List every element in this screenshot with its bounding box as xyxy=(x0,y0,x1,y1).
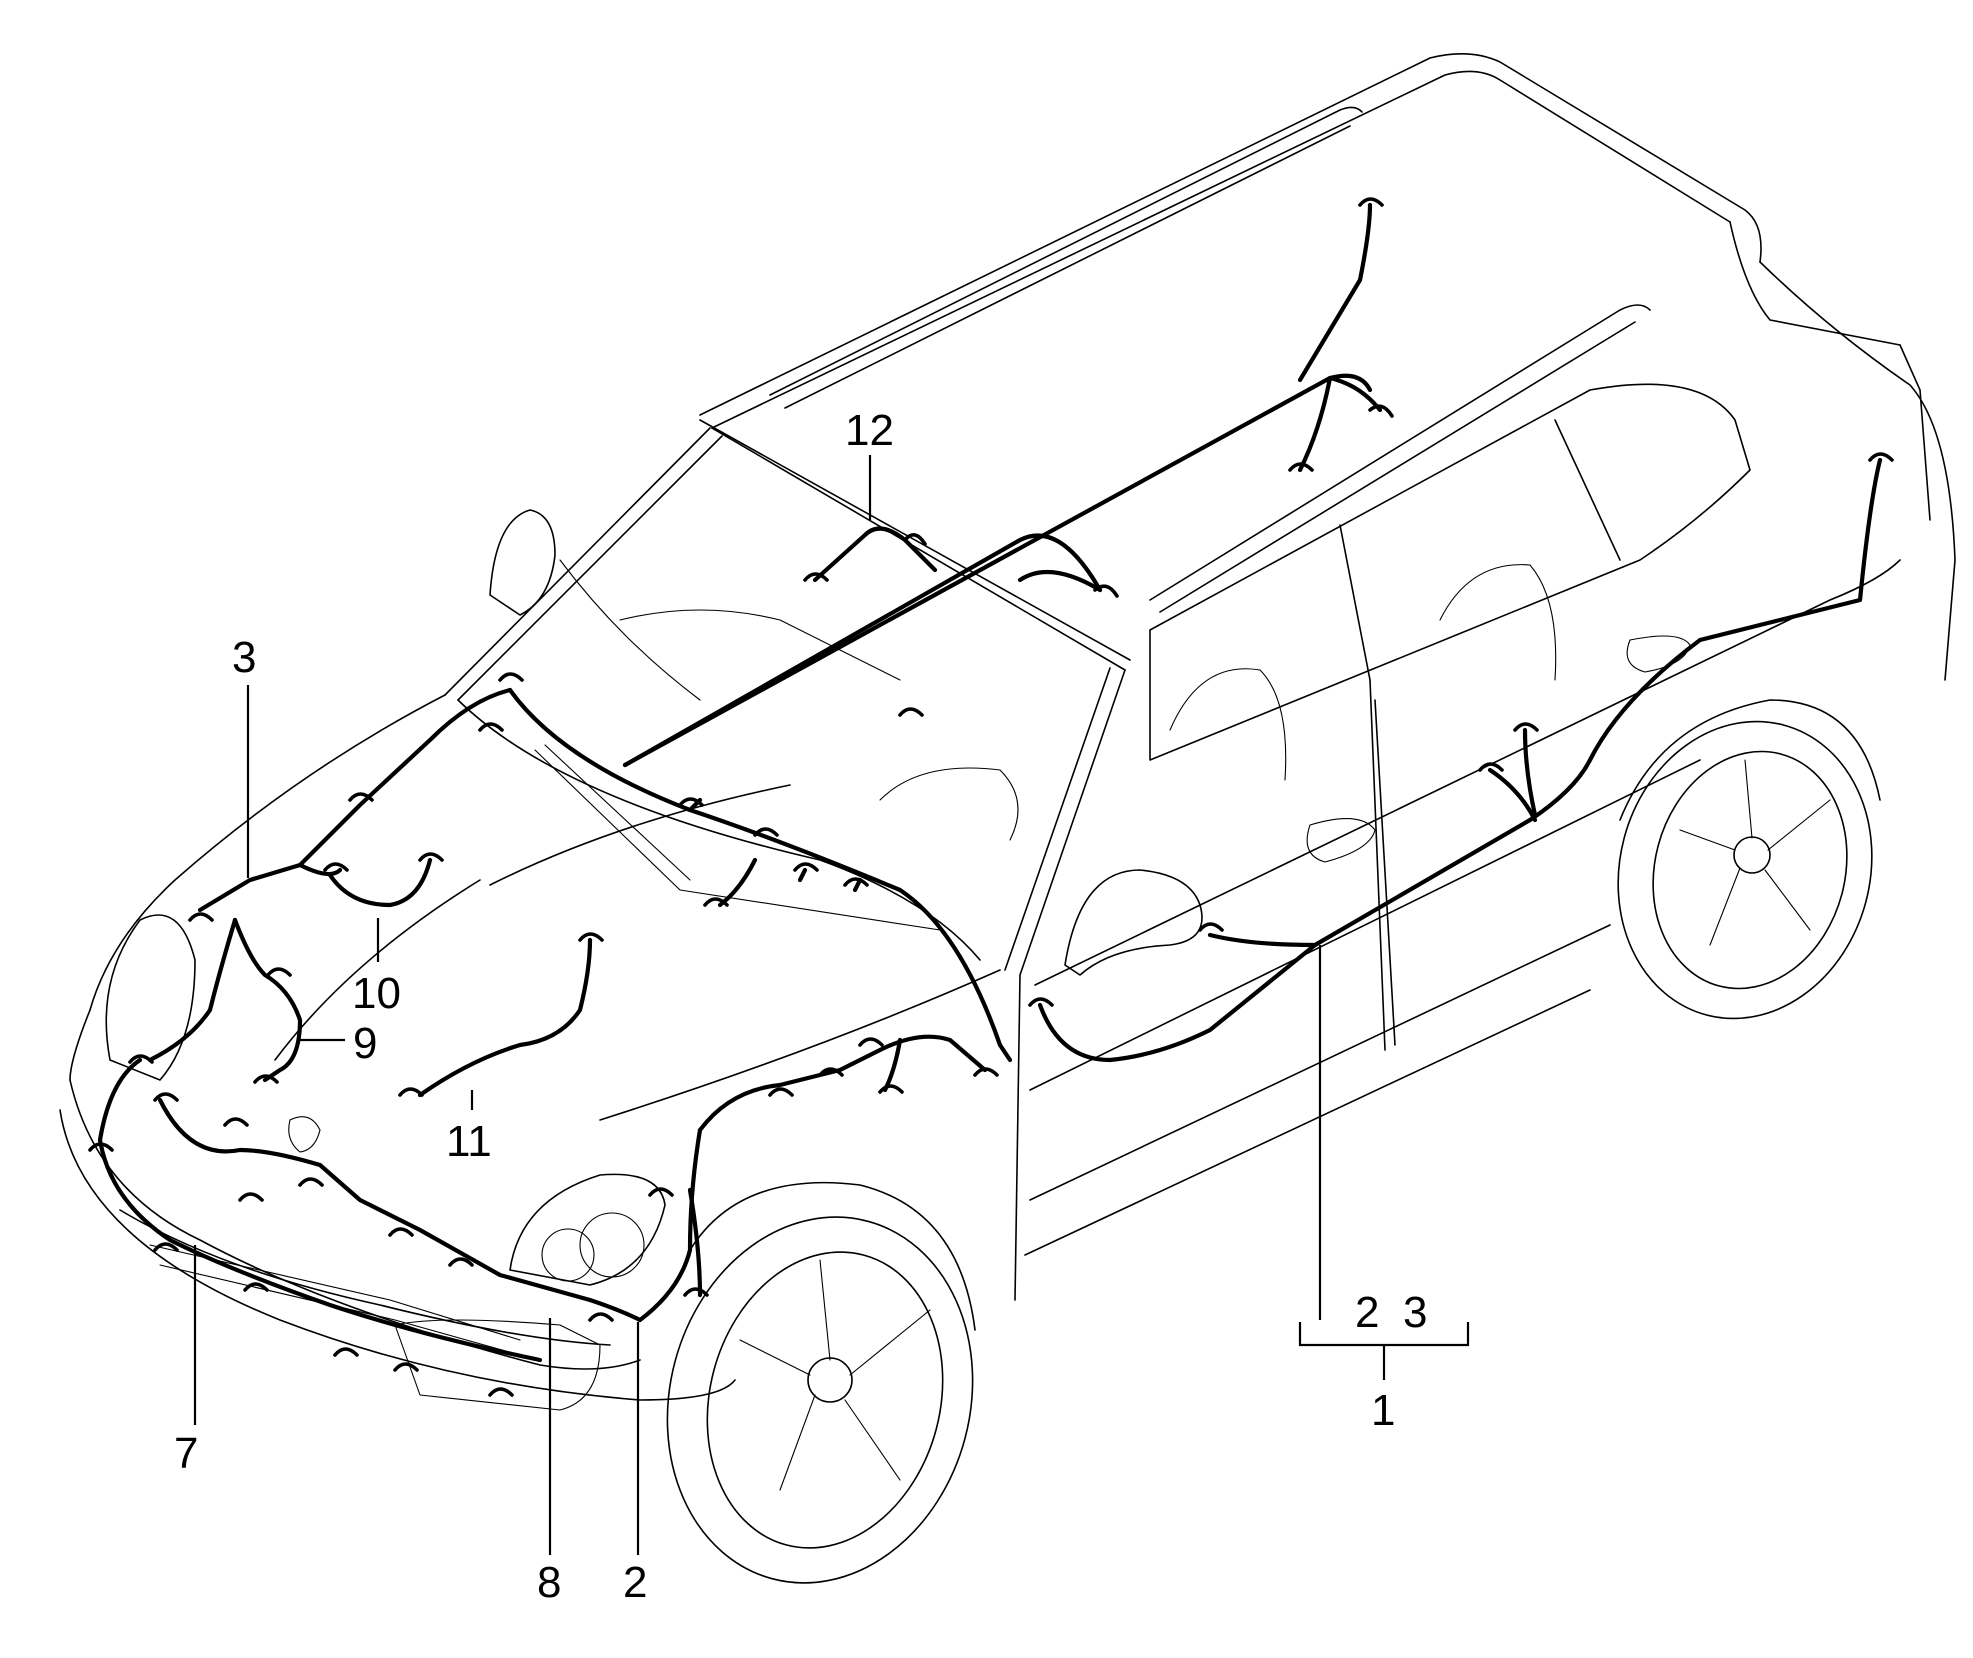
callout-group-3: 3 xyxy=(1403,1288,1427,1337)
connector-a-pillar xyxy=(1028,997,1054,1007)
connector-roof-side xyxy=(1368,404,1394,418)
front-wheel xyxy=(666,1181,976,1584)
connector-11-a xyxy=(578,932,604,942)
connectors xyxy=(88,197,1894,1397)
connector-7-b xyxy=(153,1242,179,1252)
callout-7: 7 xyxy=(174,1429,198,1478)
connector-front-door xyxy=(1198,922,1224,932)
connector-seat-b xyxy=(803,572,829,582)
callout-labels: 3 10 9 11 12 7 8 2 2 3 1 xyxy=(174,406,1427,1607)
connector-9-c xyxy=(128,1054,154,1064)
callout-12: 12 xyxy=(845,406,894,455)
connector-11-b xyxy=(398,1087,424,1097)
connector-2-f xyxy=(858,1037,884,1047)
connector-cowl-c xyxy=(793,862,819,872)
connector-rear-door-b xyxy=(1513,722,1539,732)
callout-group-2: 2 xyxy=(1355,1288,1379,1337)
connector-console xyxy=(898,707,924,717)
connector-2-a xyxy=(588,1312,614,1322)
connector-10 xyxy=(418,852,444,862)
callout-8: 8 xyxy=(537,1558,561,1607)
connector-roof-mid xyxy=(1288,462,1314,472)
rear-wheel xyxy=(1617,699,1881,1020)
connector-7-d xyxy=(333,1347,359,1357)
connector-2-g xyxy=(878,1084,904,1094)
connector-8-b xyxy=(223,1117,249,1127)
connector-2-b xyxy=(648,1187,674,1197)
connector-rear-door-a xyxy=(1478,762,1504,772)
connector-9-b xyxy=(253,1074,279,1084)
connector-2-h xyxy=(973,1067,999,1077)
callout-10: 10 xyxy=(352,969,401,1018)
connector-cowl-left-b xyxy=(478,722,504,732)
connector-3-b xyxy=(323,862,349,872)
connector-cowl-a xyxy=(678,797,704,807)
callout-3: 3 xyxy=(232,633,256,682)
connector-7-f xyxy=(488,1387,514,1397)
connector-cowl-e xyxy=(703,897,729,907)
connector-9-a xyxy=(266,967,292,977)
connector-7-a xyxy=(88,1142,114,1152)
connector-8-a xyxy=(153,1092,179,1102)
connector-cowl-d xyxy=(843,877,869,887)
connector-7-c xyxy=(243,1282,269,1292)
callout-9: 9 xyxy=(353,1019,377,1068)
connector-roof-rear xyxy=(1358,197,1384,207)
leader-lines xyxy=(193,455,1470,1555)
connector-cowl-left xyxy=(498,672,524,682)
connector-3-headlight xyxy=(188,912,214,922)
connector-8-e xyxy=(388,1227,414,1237)
callout-11: 11 xyxy=(446,1117,492,1166)
connector-2-e xyxy=(818,1067,844,1077)
callout-1: 1 xyxy=(1371,1386,1395,1435)
connector-seat xyxy=(903,533,927,546)
connector-8-c xyxy=(238,1192,264,1202)
connector-cowl-b xyxy=(753,827,779,837)
connector-2-c xyxy=(683,1287,709,1297)
connector-2-d xyxy=(768,1087,794,1097)
connector-8-d xyxy=(298,1177,324,1187)
connector-7-e xyxy=(393,1362,419,1372)
connector-8-f xyxy=(448,1257,474,1267)
wiring-harnesses xyxy=(97,202,1883,1363)
connector-b-pillar xyxy=(1093,584,1119,598)
connector-tailgate xyxy=(1868,452,1894,462)
car-body xyxy=(59,53,1956,1584)
connector-3-a xyxy=(348,792,374,802)
callout-2: 2 xyxy=(623,1558,647,1607)
